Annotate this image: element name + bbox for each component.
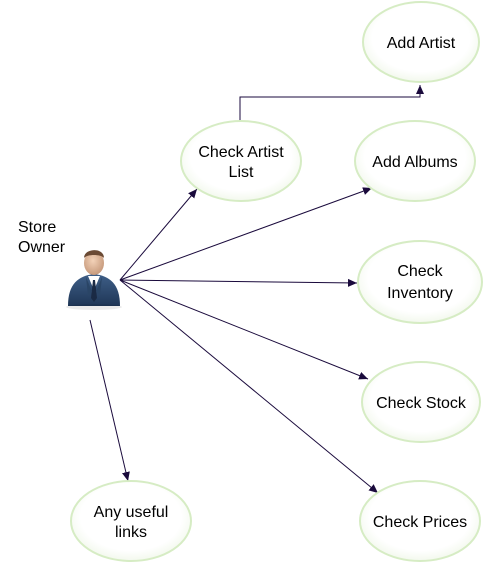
check-stock-label: Check Stock: [376, 395, 467, 412]
edges: [89, 85, 424, 494]
businessman-icon[interactable]: [66, 250, 122, 310]
actor-name-line2: Owner: [18, 239, 66, 256]
useful-links-label-line1: Any useful: [94, 504, 169, 521]
check-artist-list-label-line2: List: [229, 164, 254, 181]
edge-to-check-inventory: [119, 278, 358, 287]
edge-to-useful-links: [89, 319, 130, 482]
edge-to-check-prices: [119, 279, 379, 494]
use-case-add-albums[interactable]: Add Albums: [354, 120, 476, 202]
add-albums-label: Add Albums: [372, 154, 457, 171]
use-case-check-inventory[interactable]: Check Inventory: [357, 240, 483, 324]
useful-links-label-line2: links: [115, 524, 147, 541]
check-prices-label: Check Prices: [373, 514, 467, 531]
use-case-useful-links[interactable]: Any useful links: [70, 480, 192, 562]
actor-name-line1: Store: [18, 219, 57, 236]
use-case-check-prices[interactable]: Check Prices: [359, 480, 481, 562]
edge-to-check-stock: [119, 279, 369, 380]
edge-artist-list-to-add-artist: [239, 85, 424, 121]
use-case-check-stock[interactable]: Check Stock: [361, 361, 481, 443]
edge-to-add-albums: [119, 187, 373, 281]
check-artist-list-label-line1: Check Artist: [198, 144, 284, 161]
use-case-check-artist-list[interactable]: Check Artist List: [180, 120, 302, 202]
actor-label: Store Owner: [18, 218, 78, 258]
check-inventory-label-line2: Inventory: [387, 285, 453, 302]
add-artist-label: Add Artist: [387, 35, 456, 52]
check-inventory-label-line1: Check: [397, 263, 443, 280]
use-case-add-artist[interactable]: Add Artist: [362, 1, 480, 83]
edge-to-check-artist-list: [119, 188, 198, 281]
